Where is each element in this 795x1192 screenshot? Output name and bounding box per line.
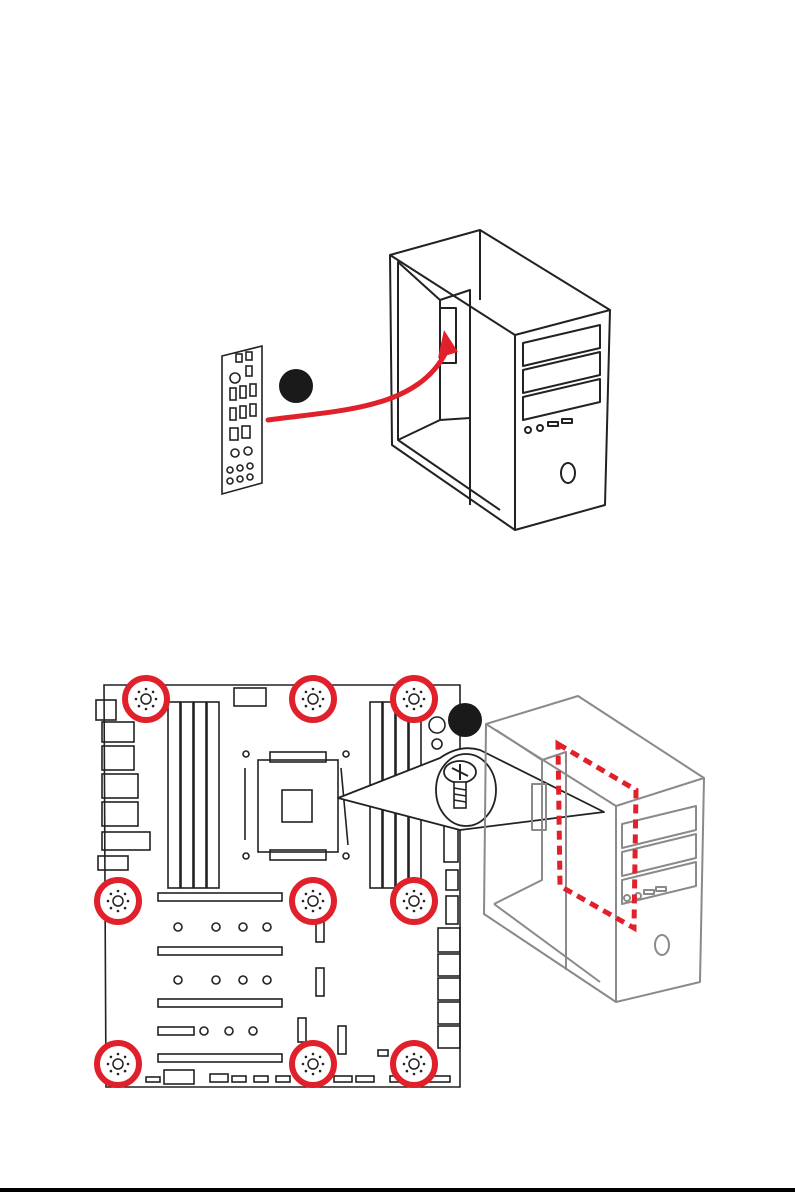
- drive-bay: [523, 325, 600, 366]
- io-shield-figure: [0, 0, 795, 560]
- standoff-ring: [393, 678, 435, 720]
- standoff-ring: [97, 880, 139, 922]
- standoff-ring: [125, 678, 167, 720]
- standoff-ring: [292, 678, 334, 720]
- standoff-ring: [292, 1043, 334, 1085]
- io-shield-diagram: [0, 0, 795, 560]
- motherboard-mount-diagram: [0, 640, 795, 1110]
- m2-slot: [316, 922, 324, 942]
- standoff-ring: [292, 880, 334, 922]
- sata-ports: [438, 810, 460, 1048]
- screw-callout: [338, 748, 604, 830]
- m2-slot: [316, 968, 324, 996]
- standoff-ring: [393, 1043, 435, 1085]
- usb-port: [562, 419, 572, 423]
- eps-connector: [234, 688, 266, 706]
- io-shield-panel: [222, 346, 262, 494]
- drive-bay: [523, 352, 600, 393]
- power-button: [561, 463, 575, 483]
- standoff-ring: [97, 1043, 139, 1085]
- standoff-group: [97, 678, 435, 1085]
- step-marker: [448, 703, 482, 737]
- drive-bay: [523, 379, 600, 420]
- page-bottom-rule: [0, 1188, 795, 1192]
- mount-features: [174, 923, 271, 1035]
- step-marker: [279, 369, 313, 403]
- motherboard-mount-figure: [0, 640, 795, 1110]
- front-led: [525, 427, 531, 433]
- usb-port: [548, 422, 558, 426]
- front-led: [537, 425, 543, 431]
- computer-case-side-view: [484, 696, 704, 1002]
- cpu-socket: [243, 751, 349, 860]
- standoff-ring: [393, 880, 435, 922]
- dimm-slots-left: [168, 702, 219, 888]
